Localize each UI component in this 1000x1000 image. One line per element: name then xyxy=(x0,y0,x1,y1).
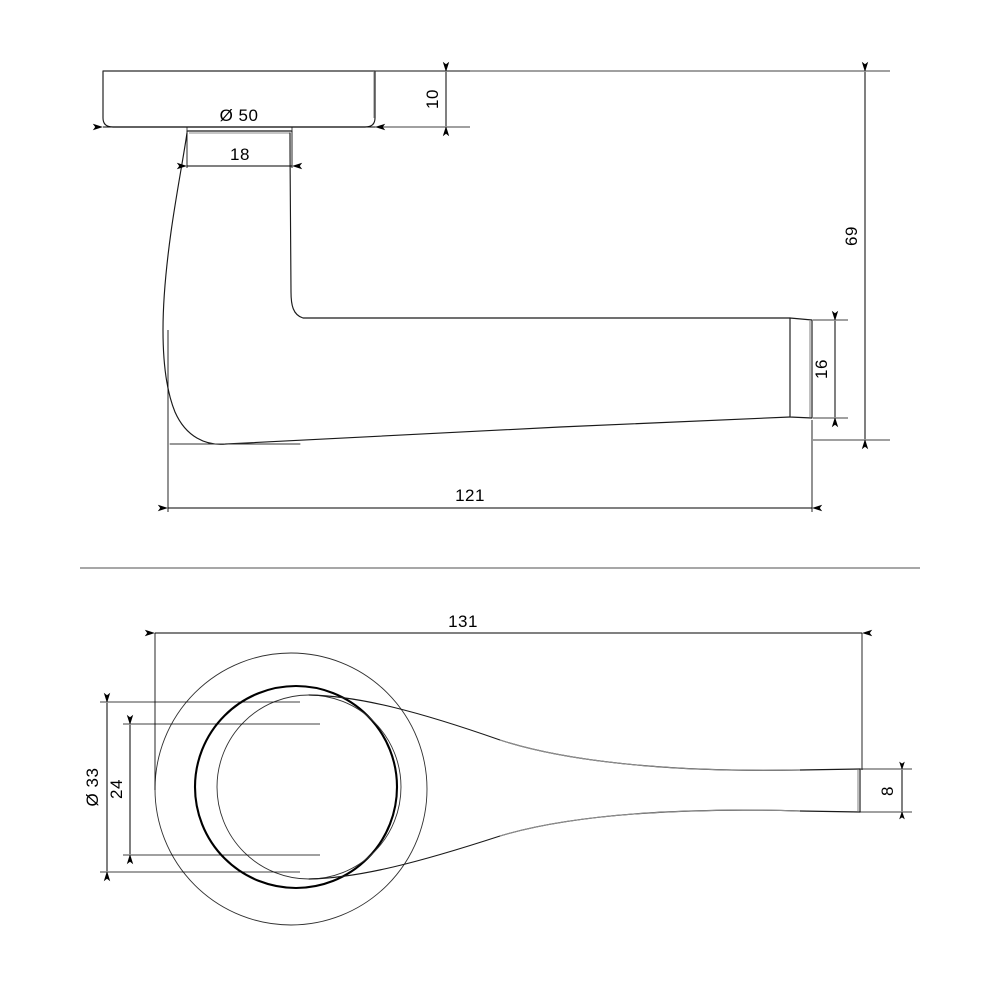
dimension-overall-projection: 131 xyxy=(144,612,873,790)
dimension-rosette-thickness: 10 xyxy=(375,61,470,137)
dimension-label-lever-end-height: 16 xyxy=(812,359,831,379)
lever-body-side xyxy=(162,132,791,445)
dimension-lever-base-width: 24 xyxy=(107,714,320,865)
dimension-label-rosette-diameter: Ø 50 xyxy=(220,106,259,125)
dimension-label-overall-projection: 131 xyxy=(448,612,478,631)
dimension-label-rose-inner-diameter: Ø 33 xyxy=(83,768,102,807)
dimension-label-lever-end-width: 8 xyxy=(878,786,897,796)
dimension-lever-end-width: 8 xyxy=(860,761,912,820)
dimension-lever-end-height: 16 xyxy=(812,310,848,428)
dimension-label-overall-height: 69 xyxy=(842,226,861,246)
dimension-neck-width: 18 xyxy=(176,131,303,170)
rosette-inner-ring xyxy=(193,684,399,890)
dimension-label-overall-length: 121 xyxy=(455,486,485,505)
dimension-label-lever-base-width: 24 xyxy=(107,779,126,799)
lever-tip-side xyxy=(789,317,813,419)
plan-top-view: 131 Ø 33 24 8 xyxy=(83,612,912,926)
dimension-overall-length: 121 xyxy=(157,330,823,512)
dimension-label-rosette-thickness: 10 xyxy=(423,89,442,109)
handle-neck-side xyxy=(186,126,293,134)
dimension-rosette-diameter: Ø 50 xyxy=(92,106,386,131)
lever-body-plan xyxy=(308,694,861,880)
dimension-overall-height: 69 xyxy=(376,61,890,450)
side-elevation-view: Ø 50 18 10 69 xyxy=(92,61,890,512)
dimension-rose-inner-diameter: Ø 33 xyxy=(83,692,300,882)
dimension-label-neck-width: 18 xyxy=(230,145,250,164)
